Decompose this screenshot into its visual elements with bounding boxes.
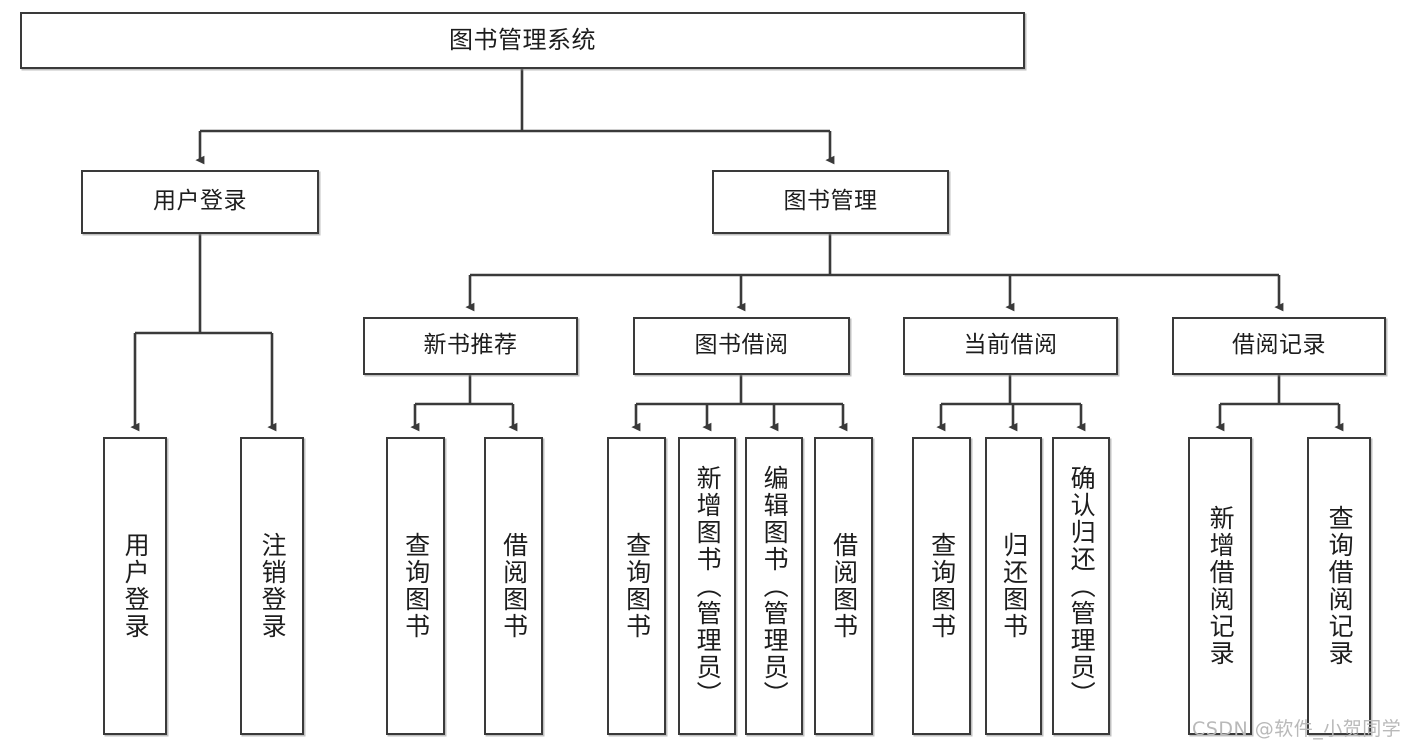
csdn-watermark: CSDN @软件_小贺同学: [1192, 718, 1402, 740]
node-label: 查询图书: [622, 532, 652, 640]
node-label: 查询图书: [927, 532, 957, 640]
node-leaf-new-book-query[interactable]: 查询图书: [386, 437, 445, 735]
node-root-book-management-system[interactable]: 图书管理系统: [20, 12, 1025, 69]
node-leaf-book-borrow-add-admin[interactable]: 新增图书（管理员）: [678, 437, 736, 735]
node-new-book-recommend[interactable]: 新书推荐: [363, 317, 578, 375]
node-leaf-book-borrow-borrow[interactable]: 借阅图书: [814, 437, 873, 735]
node-label: 归还图书: [999, 532, 1029, 640]
node-label: 用户登录: [153, 188, 247, 215]
node-label: 注销登录: [258, 532, 288, 640]
node-leaf-current-borrow-return[interactable]: 归还图书: [985, 437, 1042, 735]
node-label: 新增图书（管理员）: [693, 464, 723, 708]
node-label: 新书推荐: [423, 332, 518, 359]
node-label: 编辑图书（管理员）: [760, 464, 790, 708]
node-book-borrow[interactable]: 图书借阅: [633, 317, 850, 375]
node-leaf-borrow-record-add[interactable]: 新增借阅记录: [1188, 437, 1252, 735]
node-leaf-current-borrow-query[interactable]: 查询图书: [912, 437, 971, 735]
node-label: 图书管理系统: [449, 26, 596, 55]
node-label: 借阅图书: [499, 532, 529, 640]
node-book-management[interactable]: 图书管理: [712, 170, 949, 234]
node-label: 借阅记录: [1232, 332, 1326, 359]
node-current-borrow[interactable]: 当前借阅: [903, 317, 1118, 375]
node-leaf-current-borrow-confirm-admin[interactable]: 确认归还（管理员）: [1052, 437, 1110, 735]
node-label: 当前借阅: [963, 332, 1058, 359]
node-leaf-new-book-borrow[interactable]: 借阅图书: [484, 437, 543, 735]
node-leaf-borrow-record-query[interactable]: 查询借阅记录: [1307, 437, 1371, 735]
node-label: 图书管理: [783, 188, 878, 215]
node-leaf-book-borrow-edit-admin[interactable]: 编辑图书（管理员）: [745, 437, 803, 735]
node-label: 新增借阅记录: [1206, 505, 1236, 667]
node-user-login[interactable]: 用户登录: [81, 170, 319, 234]
node-label: 查询借阅记录: [1325, 505, 1355, 667]
node-label: 图书借阅: [694, 332, 789, 359]
node-borrow-record[interactable]: 借阅记录: [1172, 317, 1386, 375]
node-leaf-user-login-signin[interactable]: 用户登录: [103, 437, 167, 735]
node-label: 借阅图书: [829, 532, 859, 640]
node-leaf-book-borrow-query[interactable]: 查询图书: [607, 437, 666, 735]
node-label: 用户登录: [121, 532, 151, 640]
node-label: 查询图书: [401, 532, 431, 640]
node-leaf-user-login-logout[interactable]: 注销登录: [240, 437, 304, 735]
node-label: 确认归还（管理员）: [1067, 464, 1097, 708]
